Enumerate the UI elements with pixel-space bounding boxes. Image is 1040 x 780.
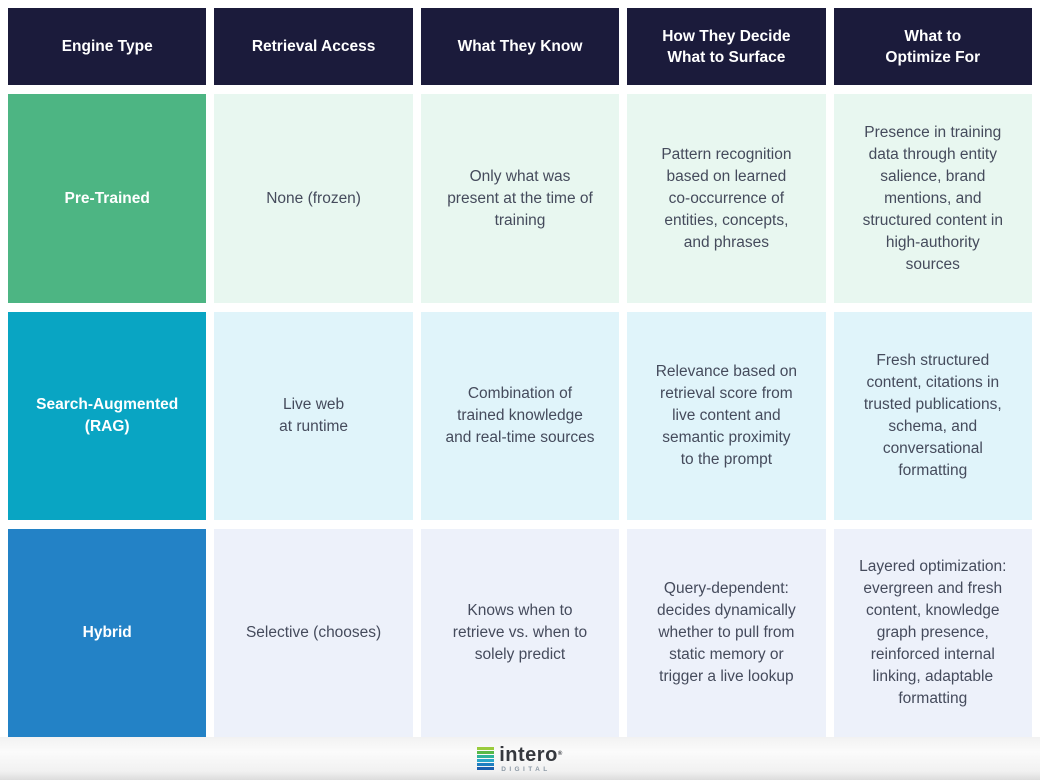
logo-bars-icon	[477, 745, 495, 773]
cell-rag-how-they-decide: Relevance based on retrieval score from …	[627, 312, 826, 520]
cell-pre-trained-what-they-know: Only what was present at the time of tra…	[420, 94, 620, 303]
logo-text-column: intero® DIGITAL	[499, 745, 562, 773]
cell-hybrid-what-they-know: Knows when to retrieve vs. when to solel…	[420, 529, 620, 737]
cell-pre-trained-how-they-decide: Pattern recognition based on learned co-…	[627, 94, 826, 303]
logo-wordmark: intero®	[499, 743, 563, 766]
logo-bar	[477, 746, 495, 750]
header-cell-retrieval-access: Retrieval Access	[214, 8, 413, 85]
cell-pre-trained-retrieval-access: None (frozen)	[214, 94, 413, 303]
header-cell-what-they-know: What They Know	[420, 8, 620, 85]
comparison-table: Engine Type Retrieval Access What They K…	[8, 8, 1032, 737]
logo-bar	[477, 759, 495, 763]
footer: intero® DIGITAL	[0, 737, 1040, 780]
logo-bar	[477, 767, 495, 771]
logo-bar	[477, 763, 495, 767]
logo-bar	[477, 754, 495, 758]
row-label-pre-trained: Pre-Trained	[8, 94, 207, 303]
cell-rag-what-to-optimize: Fresh structured content, citations in t…	[833, 312, 1032, 520]
cell-rag-what-they-know: Combination of trained knowledge and rea…	[420, 312, 620, 520]
header-cell-what-to-optimize-for: What to Optimize For	[833, 8, 1032, 85]
row-label-hybrid: Hybrid	[8, 529, 207, 737]
registered-trademark-symbol: ®	[557, 750, 563, 757]
logo-subtext: DIGITAL	[501, 765, 551, 773]
header-cell-engine-type: Engine Type	[8, 8, 207, 85]
header-cell-how-they-decide: How They Decide What to Surface	[627, 8, 826, 85]
cell-pre-trained-what-to-optimize: Presence in training data through entity…	[833, 94, 1032, 303]
cell-hybrid-retrieval-access: Selective (chooses)	[214, 529, 413, 737]
cell-hybrid-how-they-decide: Query-dependent: decides dynamically whe…	[627, 529, 826, 737]
intero-digital-logo: intero® DIGITAL	[477, 745, 562, 773]
cell-rag-retrieval-access: Live web at runtime	[214, 312, 413, 520]
logo-bar	[477, 750, 495, 754]
row-label-search-augmented-rag: Search-Augmented (RAG)	[8, 312, 207, 520]
cell-hybrid-what-to-optimize: Layered optimization: evergreen and fres…	[833, 529, 1032, 737]
